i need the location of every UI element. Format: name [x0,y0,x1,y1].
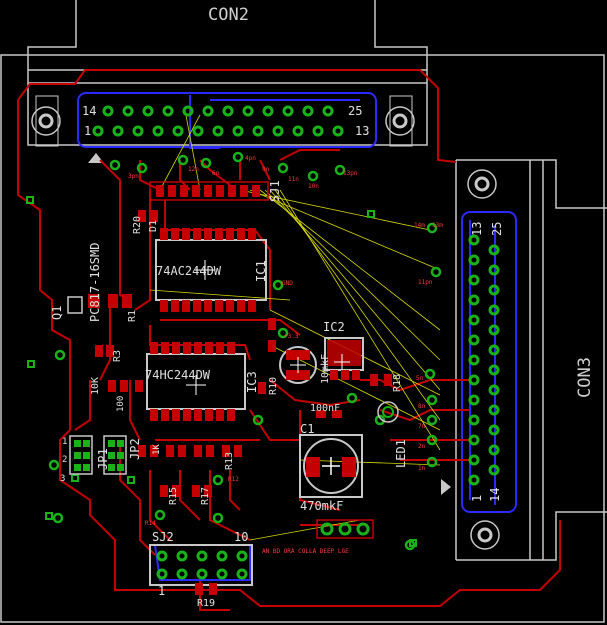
con3-pin13-label: 13 [470,221,484,236]
ic2-name-label: IC2 [323,320,345,334]
sj1-resistor-array [149,181,269,201]
r13-label: R13 [224,451,235,470]
r19-label: R19 [197,598,216,609]
con3-pin25-label: 25 [490,221,504,236]
sj2-pin10-label: 10 [234,530,249,544]
pin1-label: 1 [62,437,68,447]
con2-pin14-label: 14 [82,104,97,118]
net-label: 5n [416,375,424,382]
val-100-label: 100 [116,395,126,412]
net-label: 9n [262,166,270,173]
net-label: 1n [418,465,426,472]
net-label: 6n [212,170,220,177]
net-label: 3pn [128,173,139,180]
led1-label: LED1 [394,439,408,468]
ic3-chip [146,342,246,421]
net-label: 11n [288,176,299,183]
net-label: 7n [418,423,426,430]
ic3-name-label: IC3 [245,371,259,393]
c1-name-label: C1 [300,422,315,436]
net-label: 10n [308,183,319,190]
net-label: GND [282,280,293,287]
con2-pin25-label: 25 [348,104,363,118]
net-label: 14m [414,222,425,229]
power-header [316,519,374,539]
r10-label: R10 [268,376,279,395]
r3-label: R3 [112,349,123,362]
net-label: 2n [418,443,426,450]
net-label: 11pn [418,279,433,286]
con2-pin13-label: 13 [355,124,370,138]
net-label: +3.3 [284,333,299,340]
cap-100nf-label: 100nF [310,403,341,414]
sj2-header [149,544,253,586]
con2-pads [92,105,344,137]
r1-label: R1 [127,309,138,322]
optocoupler-q1 [67,294,100,314]
ic2-regulator [324,337,364,380]
con3-label: CON3 [575,357,595,398]
fiducial-markers [26,196,417,547]
jp2-label: JP2 [128,438,142,460]
q1-name-label: Q1 [50,305,64,320]
con3-pin1-label: 1 [470,494,484,502]
pin3-label: 3 [60,474,66,484]
r18-label: R18 [392,373,403,392]
net-label: 8n [418,403,426,410]
net-label: 12n [188,166,199,173]
r17-label: R17 [200,486,211,505]
board-outline [0,54,605,623]
pin2-label: 2 [62,455,68,465]
con3-pads [468,234,500,486]
jumper-headers [69,435,127,475]
r15-label: R15 [168,486,179,505]
sj1-label: SJ1 [268,180,282,202]
ic1-chip [155,228,267,312]
q1-value-label: PC817-16SMD [88,242,102,322]
ic1-name-label: IC1 [254,260,268,282]
con2-pin1-label: 1 [84,124,92,138]
net-label: R12 [228,476,239,483]
ratsnest-airwires [149,109,441,541]
r20-label: R20 [132,215,143,234]
val-1k-label: 1K [152,444,162,455]
net-label: 4pn [245,155,256,162]
con3-pin14-label: 14 [488,487,502,502]
led1 [377,401,399,423]
smd-resistors [95,210,392,595]
net-label: 13pn [343,170,358,177]
c1-value-label: 470mkF [300,499,344,513]
sj2-label: SJ2 [152,530,174,544]
d1-label: D1 [148,219,159,232]
net-label: R14 [145,520,156,527]
con2-label: CON2 [208,5,249,25]
net-label: 13m [432,222,443,229]
ic3-value-label: 74HC244DW [145,368,211,382]
sj2-pin1-label: 1 [158,584,166,598]
con3-connector [441,159,607,561]
val-10k-label: 10K [90,376,101,395]
net-label: AN BD ORA COLLA DEEP LGE [262,548,349,555]
capacitor-c1 [299,434,363,498]
capacitor-10mkf [279,346,317,384]
ic1-value-label: 74AC244DW [156,264,222,278]
cap-10mkf-label: 10mkF [320,353,331,384]
jp1-label: JP1 [96,448,110,470]
